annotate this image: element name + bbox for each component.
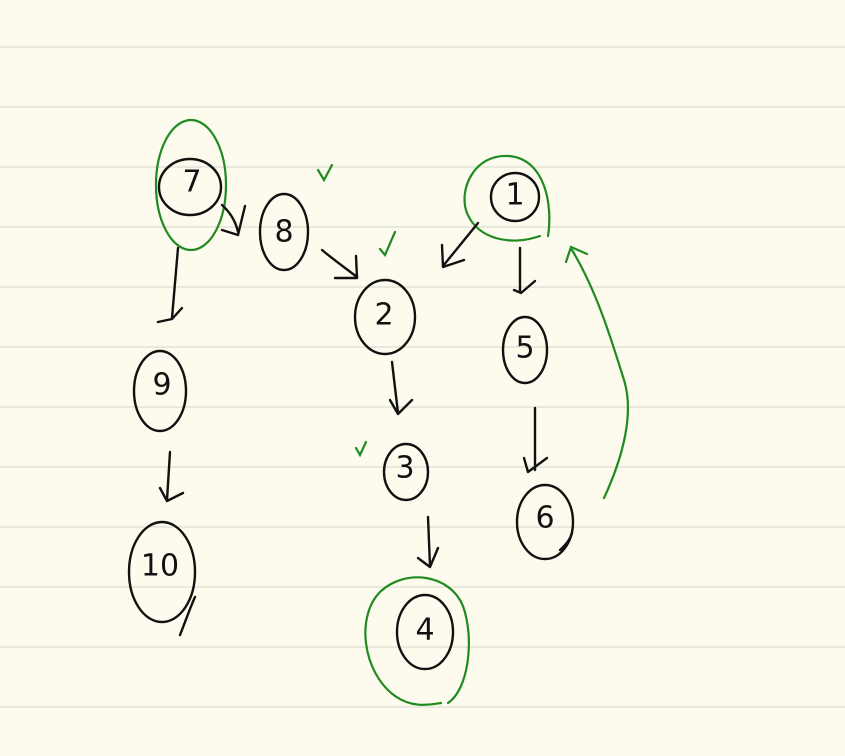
node-label-5: 5 [515, 331, 534, 366]
node-circle-8 [258, 192, 310, 272]
node-label-9: 9 [152, 368, 171, 403]
check-mark-3 [354, 440, 368, 458]
node-circle-9 [132, 349, 188, 433]
node-circles [127, 157, 575, 671]
node-label-7: 7 [182, 165, 201, 200]
highlight-circle-4 [364, 576, 470, 706]
back-edge-arrowhead [564, 245, 589, 264]
ink-tail-10 [178, 595, 197, 637]
edge-8-to-2 [320, 248, 359, 280]
node-labels: 7 8 1 2 5 9 3 6 10 4 [141, 165, 555, 648]
ruled-lines [0, 46, 845, 708]
node-circle-5 [501, 315, 549, 385]
node-label-10: 10 [141, 549, 179, 584]
node-label-2: 2 [374, 298, 393, 333]
node-circle-1 [489, 171, 541, 223]
node-label-1: 1 [505, 178, 524, 213]
highlight-marks [154, 118, 630, 706]
check-mark-2 [378, 230, 397, 258]
node-circle-4 [395, 593, 455, 671]
node-circle-2 [353, 278, 417, 356]
node-label-3: 3 [395, 451, 414, 486]
edge-2-to-3 [388, 360, 414, 416]
ink-tail-6 [558, 531, 574, 552]
edge-5-to-6 [522, 406, 549, 474]
edge-1-to-2 [440, 221, 480, 269]
node-circle-3 [382, 442, 430, 502]
node-label-8: 8 [274, 215, 293, 250]
edge-3-to-4 [416, 515, 440, 569]
highlight-circle-7 [154, 118, 228, 252]
edge-7-to-8 [220, 203, 247, 237]
node-circle-6 [515, 483, 575, 561]
edge-7-to-9 [156, 246, 184, 324]
edges [156, 203, 574, 637]
highlight-circle-1 [463, 154, 551, 242]
node-circle-7 [157, 157, 223, 217]
edge-9-to-10 [158, 450, 185, 503]
back-edge-6-to-1 [570, 248, 630, 500]
node-label-6: 6 [535, 501, 554, 536]
edge-1-to-5 [512, 246, 537, 295]
node-circle-10 [127, 520, 197, 624]
node-label-4: 4 [415, 613, 434, 648]
check-mark-8 [316, 163, 334, 183]
